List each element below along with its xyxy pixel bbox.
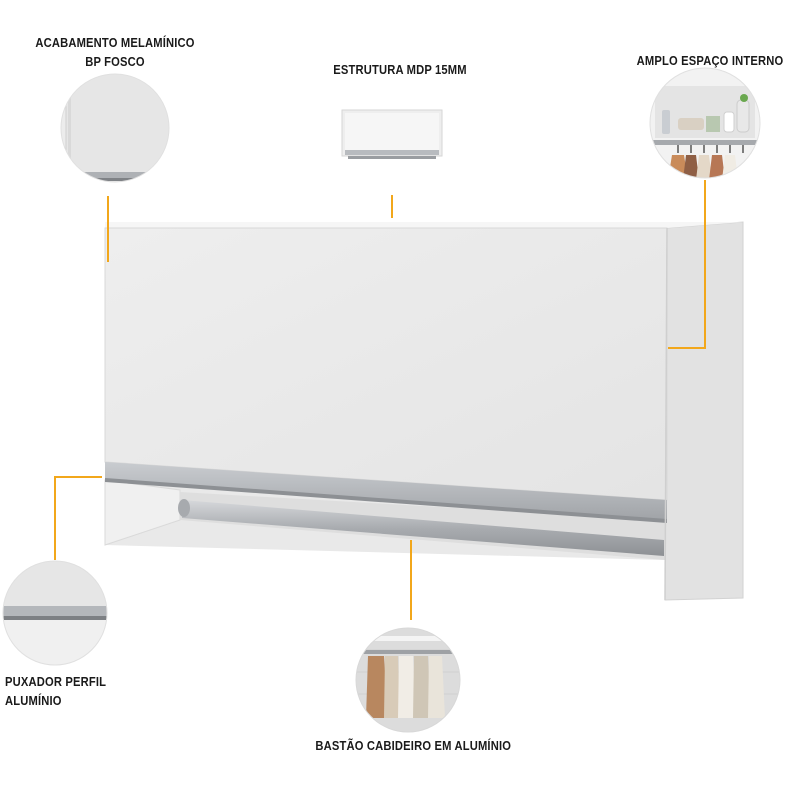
cabinet-top-edge: [105, 222, 743, 228]
callout-line-handle: [54, 476, 102, 560]
finish-detail-circle: [60, 73, 170, 183]
callout-lines: [54, 180, 706, 620]
callout-line-interior: [668, 180, 706, 349]
cabinet-door: [104, 227, 668, 501]
handle-label-line2: ALUMÍNIO: [5, 693, 62, 708]
handle-detail-circle: [2, 560, 108, 666]
hanging-rod: [182, 500, 664, 556]
handle-label-line1: PUXADOR PERFIL: [5, 674, 107, 689]
finish-label-line2: BP FOSCO: [85, 54, 145, 69]
interior-label: AMPLO ESPAÇO INTERNO: [636, 53, 784, 68]
rod-label: BASTÃO CABIDEIRO EM ALUMÍNIO: [315, 738, 512, 753]
finish-label-line1: ACABAMENTO MELAMÍNICO: [35, 35, 195, 50]
handle-label: PUXADOR PERFIL ALUMÍNIO: [5, 672, 125, 710]
handle-profile-shadow: [105, 478, 667, 523]
handle-profile: [105, 462, 667, 522]
structure-thumbnail: [341, 109, 443, 159]
rod-detail-circle: [355, 627, 461, 733]
interior-detail-circle: [649, 67, 761, 179]
rod-end-left: [178, 499, 190, 517]
side-panel-edge: [664, 227, 668, 601]
structure-label: ESTRUTURA MDP 15MM: [333, 62, 467, 77]
finish-label: ACABAMENTO MELAMÍNICO BP FOSCO: [33, 33, 196, 71]
cabinet: [104, 221, 744, 601]
